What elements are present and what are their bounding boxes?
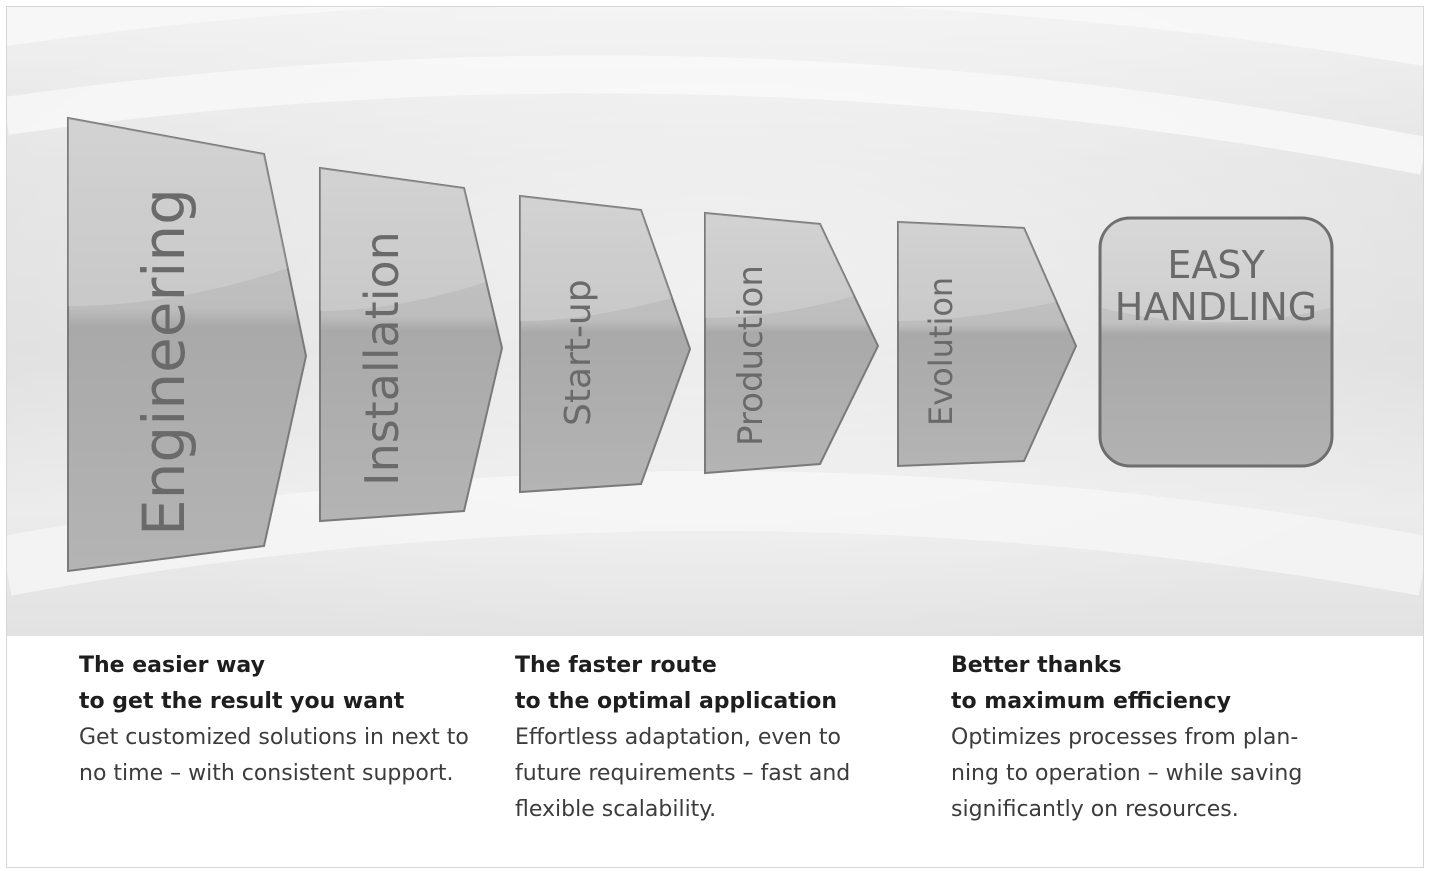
step-label-evolution: Evolution: [922, 277, 960, 426]
step-label-production: Production: [731, 265, 771, 446]
benefit-body-line1: Get customized solutions in next to: [79, 725, 469, 750]
benefit-body-line3: significantly on resources.: [951, 797, 1239, 822]
benefit-heading-line1: The faster route: [515, 653, 717, 678]
benefit-body-line2: no time – with consistent support.: [79, 761, 454, 786]
benefit-body-line1: Effortless adaptation, even to: [515, 725, 841, 750]
step-arrow-installation: Installation: [319, 166, 504, 523]
benefit-heading-line2: to maximum efficiency: [951, 689, 1231, 714]
easy-handling-line1: EASY: [1167, 243, 1265, 287]
step-label-startup: Start-up: [558, 279, 599, 426]
step-arrow-engineering: Engineering: [67, 116, 308, 573]
easy-handling-line2: HANDLING: [1115, 285, 1318, 329]
process-hero: Engineering Installation Start-up Produc…: [6, 6, 1424, 636]
step-arrow-evolution: Evolution: [897, 220, 1078, 468]
benefit-body-line1: Optimizes processes from plan-: [951, 725, 1299, 750]
benefit-heading-line1: The easier way: [79, 653, 265, 678]
step-arrow-production: Production: [704, 211, 880, 475]
step-arrow-startup: Start-up: [519, 194, 692, 494]
benefit-heading-line1: Better thanks: [951, 653, 1122, 678]
benefit-body-line2: ning to operation – while saving: [951, 761, 1303, 786]
benefit-column-2: The faster route to the optimal applicat…: [515, 648, 935, 828]
easy-handling-box: EASY HANDLING: [1098, 216, 1334, 468]
benefit-column-1: The easier way to get the result you wan…: [79, 648, 499, 792]
benefits-panel: The easier way to get the result you wan…: [6, 636, 1424, 867]
step-label-engineering: Engineering: [130, 188, 198, 536]
benefit-column-3: Better thanks to maximum efficiency Opti…: [951, 648, 1371, 828]
benefit-body-line2: future requirements – fast and: [515, 761, 851, 786]
benefit-heading-line2: to the optimal application: [515, 689, 838, 714]
benefit-body-line3: flexible scalability.: [515, 797, 717, 822]
step-label-installation: Installation: [355, 231, 409, 486]
benefit-heading-line2: to get the result you want: [79, 689, 405, 714]
